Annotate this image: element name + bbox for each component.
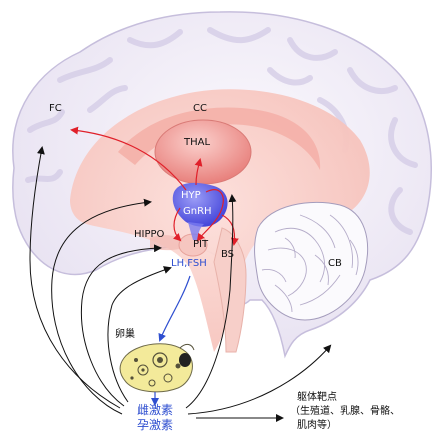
label-hippo: HIPPO [134, 229, 165, 240]
gnrh-stalk [188, 222, 204, 240]
label-cc: CC [193, 103, 207, 114]
label-bs: BS [221, 249, 235, 260]
hypothalamus-shape [172, 182, 228, 227]
blue-pathways [151, 275, 191, 406]
label-cb: CB [328, 258, 342, 269]
ovary-illustration [119, 343, 195, 393]
label-body-targets-list-2: 肌肉等） [297, 420, 337, 431]
label-lh-fsh: LH,FSH [171, 258, 207, 269]
label-hyp: HYP [181, 190, 201, 201]
cerebellum-shape [254, 201, 368, 321]
brain-gyri [25, 27, 418, 235]
label-estrogen: 雌激素 [137, 403, 174, 417]
label-pit: PIT [193, 239, 209, 250]
label-fc: FC [49, 103, 62, 114]
label-gnrh: GnRH [183, 206, 212, 217]
label-body-targets-list-1: （生殖道、乳腺、骨骼、 [290, 406, 400, 417]
label-thal: THAL [184, 137, 211, 148]
feedback-arrows [29, 146, 332, 422]
label-body-targets-title: 躯体靶点 [297, 392, 337, 403]
label-progesterone: 孕激素 [137, 418, 174, 432]
corpus-callosum [118, 107, 321, 170]
label-ovary: 卵巢 [115, 329, 135, 340]
thalamus-shape [154, 119, 252, 185]
